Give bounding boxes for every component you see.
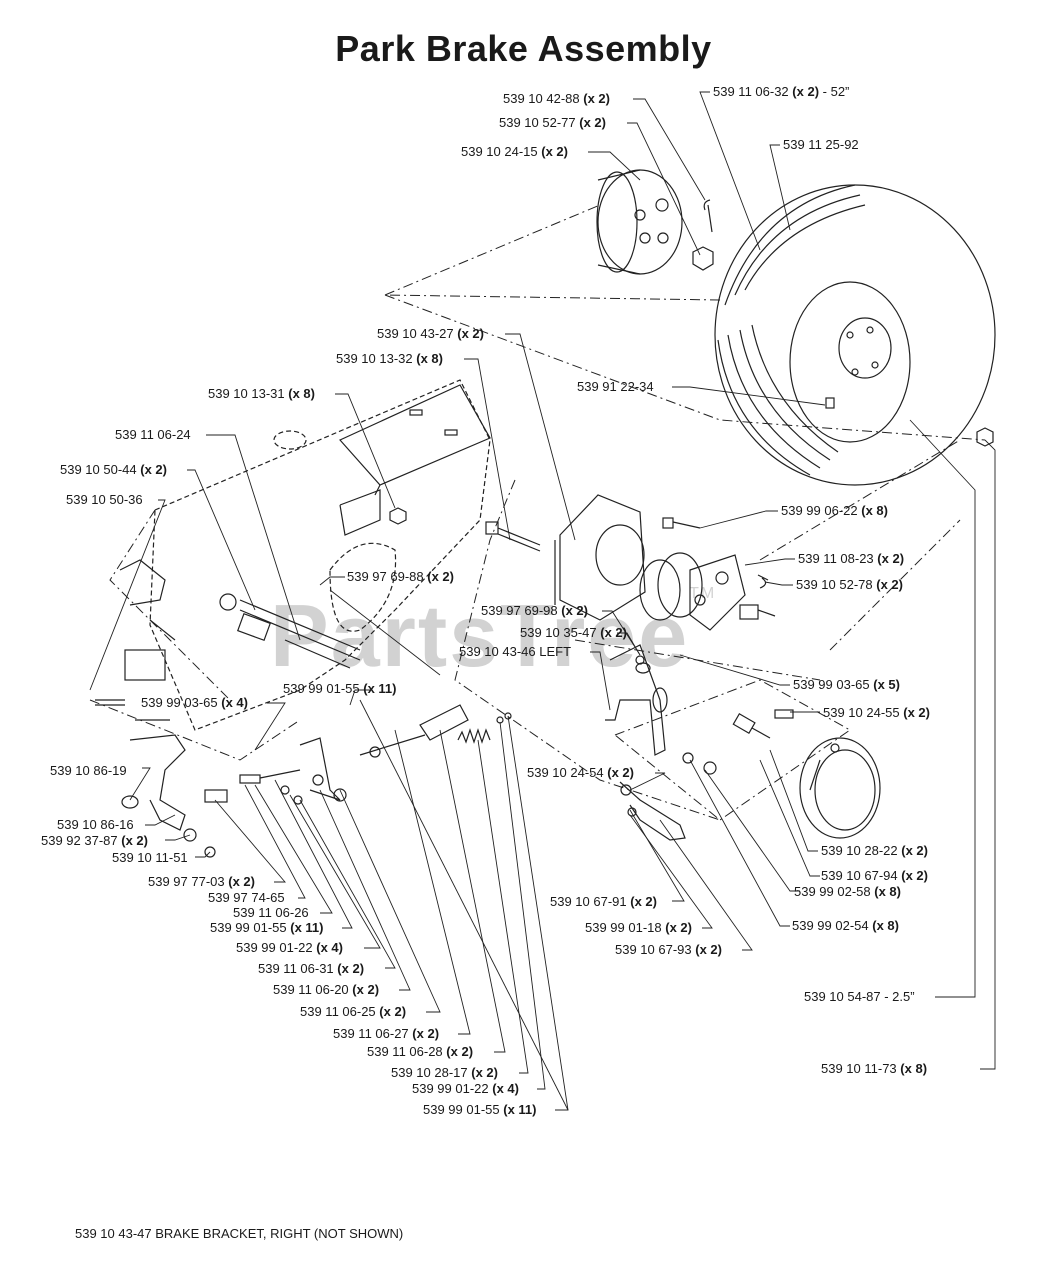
part-label: 539 99 03-65 (x 5) bbox=[793, 677, 900, 692]
park-brake-handle bbox=[121, 734, 216, 858]
part-label: 539 99 01-22 (x 4) bbox=[412, 1081, 519, 1096]
key bbox=[757, 574, 769, 589]
part-label: 539 11 08-23 (x 2) bbox=[798, 551, 905, 566]
watermark: PartsTreeTM bbox=[270, 585, 717, 685]
part-label: 539 10 13-32 (x 8) bbox=[336, 351, 443, 366]
hex-nut bbox=[389, 507, 407, 525]
lower-brake-lever bbox=[619, 781, 686, 841]
part-label: 539 10 24-54 (x 2) bbox=[527, 765, 634, 780]
part-label: 539 10 28-22 (x 2) bbox=[821, 843, 928, 858]
part-label: 539 99 02-58 (x 8) bbox=[794, 884, 901, 899]
callout-leaders bbox=[89, 91, 996, 1111]
part-label: 539 10 13-31 (x 8) bbox=[208, 386, 315, 401]
part-label: 539 11 06-24 bbox=[115, 427, 191, 442]
part-label: 539 11 06-25 (x 2) bbox=[300, 1004, 407, 1019]
part-label: 539 99 01-55 (x 11) bbox=[210, 920, 324, 935]
brake-mount-plate bbox=[554, 494, 646, 621]
page-title: Park Brake Assembly bbox=[335, 28, 712, 69]
part-label: 539 10 11-73 (x 8) bbox=[821, 1061, 928, 1076]
part-label: 539 11 06-28 (x 2) bbox=[367, 1044, 474, 1059]
part-label: 539 10 86-19 bbox=[50, 763, 127, 778]
part-label: 539 99 01-55 (x 11) bbox=[423, 1102, 537, 1117]
wheel-hub bbox=[596, 169, 683, 275]
part-label: 539 11 25-92 bbox=[783, 137, 859, 152]
linkage-assembly bbox=[204, 737, 347, 805]
part-label: 539 11 06-32 (x 2) - 52” bbox=[713, 84, 850, 99]
part-label: 539 11 06-26 bbox=[233, 905, 309, 920]
part-label: 539 99 01-55 (x 11) bbox=[283, 681, 397, 696]
part-label: 539 10 43-46 LEFT bbox=[459, 644, 572, 659]
lug-nut bbox=[976, 427, 994, 447]
roller-pins bbox=[682, 709, 794, 775]
part-label: 539 10 86-16 bbox=[57, 817, 134, 832]
part-label: 539 10 11-51 bbox=[112, 850, 188, 865]
part-label: 539 97 77-03 (x 2) bbox=[148, 874, 255, 889]
part-label: 539 10 42-88 (x 2) bbox=[503, 91, 610, 106]
brake-band bbox=[799, 737, 881, 839]
brake-rod bbox=[359, 704, 512, 758]
part-label: 539 10 52-77 (x 2) bbox=[499, 115, 606, 130]
part-label: 539 10 24-55 (x 2) bbox=[823, 705, 930, 720]
part-label: 539 10 54-87 - 2.5” bbox=[804, 989, 915, 1004]
castle-nut bbox=[692, 246, 714, 271]
part-label: 539 99 02-54 (x 8) bbox=[792, 918, 899, 933]
part-label: 539 10 52-78 (x 2) bbox=[796, 577, 903, 592]
part-label: 539 92 37-87 (x 2) bbox=[41, 833, 148, 848]
part-label: 539 11 06-27 (x 2) bbox=[333, 1026, 440, 1041]
part-label: 539 99 01-22 (x 4) bbox=[236, 940, 343, 955]
left-bracket bbox=[119, 559, 176, 681]
bolt bbox=[485, 521, 541, 552]
part-label: 539 10 50-36 bbox=[66, 492, 143, 507]
part-label: 539 10 35-47 (x 2) bbox=[520, 625, 627, 640]
brake-arm-bracket bbox=[605, 644, 668, 756]
part-label: 539 11 06-20 (x 2) bbox=[273, 982, 380, 997]
part-label: 539 10 50-44 (x 2) bbox=[60, 462, 167, 477]
tire bbox=[714, 184, 996, 486]
part-label: 539 10 67-94 (x 2) bbox=[821, 868, 928, 883]
part-label: 539 99 06-22 (x 8) bbox=[781, 503, 888, 518]
part-label: 539 10 24-15 (x 2) bbox=[461, 144, 568, 159]
part-label: 539 10 43-27 (x 2) bbox=[377, 326, 484, 341]
control-rods bbox=[95, 593, 361, 721]
tension-spring bbox=[457, 728, 491, 744]
washer bbox=[635, 655, 645, 665]
frame-bracket bbox=[339, 384, 491, 536]
part-label: 539 10 67-93 (x 2) bbox=[615, 942, 722, 957]
mount-bolt bbox=[662, 517, 701, 529]
frame-plate bbox=[149, 379, 491, 731]
cotter-pin bbox=[703, 199, 713, 233]
part-label: 539 97 74-65 bbox=[208, 890, 285, 905]
part-label: 539 99 03-65 (x 4) bbox=[141, 695, 248, 710]
part-label: 539 10 28-17 (x 2) bbox=[391, 1065, 498, 1080]
part-label: 539 11 06-31 (x 2) bbox=[258, 961, 365, 976]
part-label: 539 97 69-98 (x 2) bbox=[481, 603, 588, 618]
footnote: 539 10 43-47 BRAKE BRACKET, RIGHT (NOT S… bbox=[75, 1226, 404, 1241]
wheel-motor bbox=[639, 552, 776, 631]
part-label: 539 10 67-91 (x 2) bbox=[550, 894, 657, 909]
part-label: 539 97 69-88 (x 2) bbox=[347, 569, 454, 584]
assembly-axis-lines bbox=[89, 204, 986, 821]
part-label: 539 91 22-34 bbox=[577, 379, 654, 394]
part-label: 539 99 01-18 (x 2) bbox=[585, 920, 692, 935]
